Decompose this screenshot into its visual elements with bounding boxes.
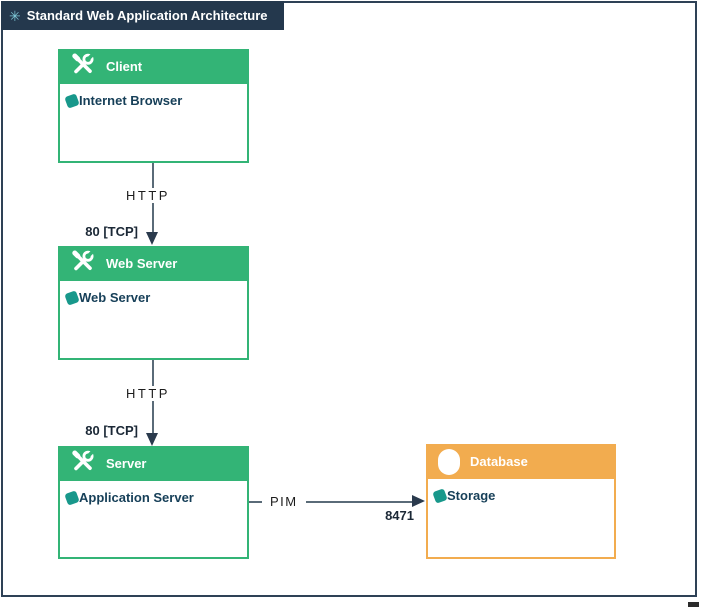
page-title: Standard Web Application Architecture xyxy=(26,8,268,23)
node-item[interactable]: Storage xyxy=(432,487,614,504)
arrowhead-down-icon[interactable] xyxy=(146,433,158,446)
node-client[interactable]: Client Internet Browser xyxy=(58,49,249,163)
edge-label[interactable]: HTTP xyxy=(123,386,173,401)
node-database[interactable]: Database Storage xyxy=(426,444,616,559)
node-title: Server xyxy=(106,456,147,471)
node-body: Internet Browser xyxy=(58,84,249,163)
node-header: Web Server xyxy=(58,246,249,281)
crossed-tools-icon xyxy=(70,248,96,279)
node-server[interactable]: Server Application Server xyxy=(58,446,249,559)
title-bar: ✳ Standard Web Application Architecture xyxy=(1,1,284,30)
edge-label[interactable]: HTTP xyxy=(123,188,173,203)
crossed-tools-icon xyxy=(70,51,96,82)
node-body: Storage xyxy=(426,479,616,559)
node-item[interactable]: Web Server xyxy=(64,289,247,306)
node-title: Database xyxy=(470,454,528,469)
edge-port-label: 8471 xyxy=(385,508,414,523)
node-body: Web Server xyxy=(58,281,249,360)
component-icon xyxy=(64,489,80,506)
node-item-label: Internet Browser xyxy=(79,93,183,108)
component-icon xyxy=(64,92,80,109)
snowflake-icon: ✳ xyxy=(9,7,21,24)
edge-port-label: 80 [TCP] xyxy=(85,224,138,239)
edge-label[interactable]: PIM xyxy=(262,494,306,509)
component-icon xyxy=(64,289,80,306)
node-web-server[interactable]: Web Server Web Server xyxy=(58,246,249,360)
node-body: Application Server xyxy=(58,481,249,559)
node-header: Database xyxy=(426,444,616,479)
node-item[interactable]: Internet Browser xyxy=(64,92,247,109)
node-item-label: Application Server xyxy=(79,490,194,505)
node-item-label: Web Server xyxy=(79,290,151,305)
node-title: Web Server xyxy=(106,256,178,271)
edge-port-label: 80 [TCP] xyxy=(85,423,138,438)
database-icon xyxy=(438,448,460,475)
node-header: Server xyxy=(58,446,249,481)
node-title: Client xyxy=(106,59,143,74)
resize-handle[interactable] xyxy=(688,602,699,607)
arrowhead-down-icon[interactable] xyxy=(146,232,158,245)
crossed-tools-icon xyxy=(70,448,96,479)
node-header: Client xyxy=(58,49,249,84)
component-icon xyxy=(432,487,448,504)
edge-line-server-database[interactable] xyxy=(249,501,413,503)
node-item-label: Storage xyxy=(447,488,496,503)
node-item[interactable]: Application Server xyxy=(64,489,247,506)
arrowhead-right-icon[interactable] xyxy=(412,495,425,507)
